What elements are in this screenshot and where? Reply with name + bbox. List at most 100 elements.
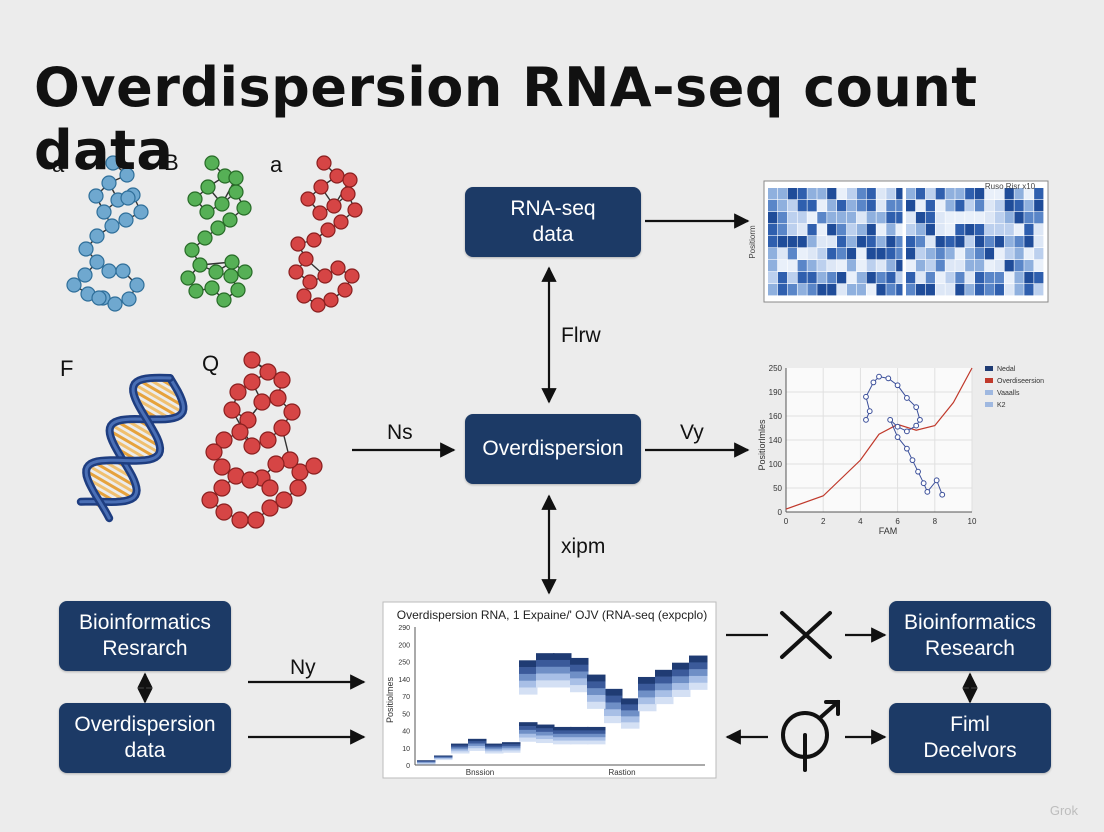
series-network-point xyxy=(866,408,873,415)
molecule-node xyxy=(288,264,304,280)
heatmap-cell xyxy=(1014,248,1024,260)
molecule-node xyxy=(300,191,316,207)
heatmap-cell xyxy=(777,248,788,260)
molecule-node xyxy=(201,491,219,509)
heatmap-cell xyxy=(896,224,906,236)
heatmap-cell xyxy=(866,200,876,212)
heatmap-cell xyxy=(846,248,857,260)
bar-segment xyxy=(672,669,691,677)
bar-segment xyxy=(536,680,555,688)
heatmap-cell xyxy=(876,212,886,224)
heatmap-cell xyxy=(955,284,965,296)
molecule-node xyxy=(133,204,149,220)
dna-base-pair xyxy=(132,388,179,418)
heatmap-cell xyxy=(777,284,788,296)
molecule-node xyxy=(188,283,204,299)
rnaseq-data-box[interactable]: RNA-seq data xyxy=(465,187,641,257)
heatmap-cell xyxy=(1024,236,1034,248)
bar-segment xyxy=(553,740,572,745)
series-network-point xyxy=(894,423,901,430)
bar-segment xyxy=(553,730,572,735)
bar-segment xyxy=(689,662,708,670)
bar-segment xyxy=(468,748,487,751)
heatmap-title: Ruso Risr x10 xyxy=(985,182,1036,191)
molecule-node xyxy=(317,268,333,284)
molecule-node xyxy=(199,204,215,220)
bar-segment xyxy=(553,653,572,661)
molecule-cluster-red xyxy=(288,155,363,313)
heatmap-cell xyxy=(856,236,866,248)
bioinformatics-research-box-right[interactable]: Bioinformatics Research xyxy=(889,601,1051,671)
heatmap-cell xyxy=(935,224,945,236)
heatmap-cell xyxy=(1004,248,1014,260)
molecule-node xyxy=(118,212,134,228)
page-title: Overdispersion RNA-seq count data xyxy=(34,56,978,182)
bar-segment xyxy=(587,674,606,682)
legend-swatch xyxy=(985,378,993,383)
legend-swatch xyxy=(985,402,993,407)
series-network-point xyxy=(887,416,894,423)
heatmap-cell xyxy=(906,260,916,272)
heatmap-cell xyxy=(1014,200,1024,212)
heatmap-cell xyxy=(975,272,985,284)
heatmap-cell xyxy=(787,236,797,248)
flow-arrows xyxy=(137,213,978,745)
series-network-line xyxy=(865,376,943,495)
molecule-node xyxy=(208,264,224,280)
heatmap-cell xyxy=(975,248,985,260)
bar-segment xyxy=(417,761,436,763)
heatmap-cell xyxy=(1034,236,1044,248)
overdispersion-box[interactable]: Overdispersion xyxy=(465,414,641,484)
series-network-point xyxy=(913,404,920,411)
heatmap-cell xyxy=(846,260,857,272)
overdispersion-data-box[interactable]: Overdispersion data xyxy=(59,703,231,773)
bar-segment xyxy=(434,756,453,758)
heatmap-cell xyxy=(768,248,778,260)
molecule-node xyxy=(121,291,137,307)
heatmap-cell xyxy=(827,284,837,296)
molecule-node xyxy=(267,455,285,473)
heatmap-cell xyxy=(1004,188,1014,200)
heatmap-cell xyxy=(906,284,916,296)
heatmap-cell xyxy=(827,260,837,272)
molecule-cluster-red-large xyxy=(201,351,323,529)
panel-letter-a: a xyxy=(52,152,65,177)
heatmap-cell xyxy=(846,284,857,296)
bar-segment xyxy=(638,704,657,712)
heatmap-cell xyxy=(896,236,906,248)
molecule-node xyxy=(184,242,200,258)
bar-segment xyxy=(638,676,657,685)
heatmap-cell xyxy=(965,260,975,272)
heatmap-cell xyxy=(925,224,935,236)
edge-label-vy: Vy xyxy=(680,421,704,444)
heatmap-cell xyxy=(787,188,797,200)
heatmap-cell xyxy=(1034,272,1044,284)
heatmap-cell xyxy=(906,188,916,200)
heatmap-cell xyxy=(768,272,778,284)
heatmap-cell xyxy=(1014,284,1024,296)
heatmap-cell xyxy=(866,272,876,284)
heatmap-cell xyxy=(896,248,906,260)
heatmap-cell xyxy=(807,200,817,212)
bioinformatics-research-box-left[interactable]: Bioinformatics Resrarch xyxy=(59,601,231,671)
fiml-decelvors-box[interactable]: Fiml Decelvors xyxy=(889,703,1051,773)
bar-segment xyxy=(434,758,453,760)
heatmap-cell xyxy=(935,260,945,272)
heatmap-cell xyxy=(856,224,866,236)
panel-letter-q: Q xyxy=(202,351,220,376)
heatmap-cell xyxy=(965,248,975,260)
series-network-point xyxy=(863,393,869,400)
heatmap-cell xyxy=(837,236,847,248)
molecule-node xyxy=(269,389,287,407)
line-chart-ytick: 140 xyxy=(769,436,783,445)
molecule-node xyxy=(200,179,216,195)
heatmap-cell xyxy=(1014,236,1024,248)
heatmap-cell xyxy=(856,188,866,200)
molecule-node xyxy=(261,479,279,497)
heatmap-cell xyxy=(827,224,837,236)
line-chart-xtick: 8 xyxy=(933,517,938,526)
legend-label: Nedal xyxy=(997,366,1016,373)
heatmap-cell xyxy=(984,212,995,224)
heatmap-cell xyxy=(807,284,817,296)
